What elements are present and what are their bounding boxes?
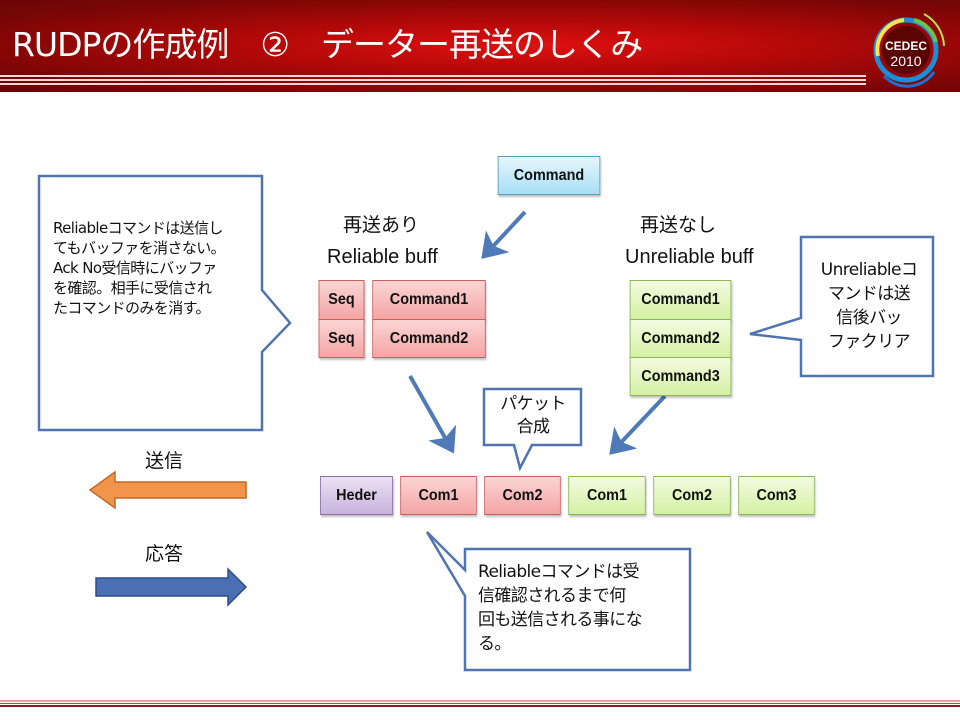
note-line: を確認。相手に受信され <box>53 279 212 297</box>
header-divider <box>0 79 866 81</box>
note-line: Ack No受信時にバッファ <box>53 259 217 277</box>
command-label: Command1 <box>641 291 720 308</box>
packet-unreliable-cell: Com2 <box>653 476 731 515</box>
packet-cell-label: Com2 <box>671 486 712 504</box>
packet-reliable-cell: Com1 <box>400 476 477 515</box>
note-line: 信確認されるまで何 <box>478 586 626 606</box>
footer-divider <box>0 705 960 707</box>
packet-unreliable-cell: Com3 <box>738 476 815 515</box>
note-line: Reliableコマンドは送信し <box>53 219 223 237</box>
reliable-command-cell: Command1 <box>372 280 486 320</box>
footer-divider <box>0 703 960 704</box>
send-arrow-icon <box>88 470 247 510</box>
note-line: Reliableコマンドは受 <box>478 562 640 582</box>
cedec-logo: CEDEC 2010 <box>864 6 948 90</box>
packet-note-text: パケット 合成 <box>486 393 580 439</box>
slide-header: RUDPの作成例 ② データー再送のしくみ CEDEC 2010 <box>0 0 960 92</box>
footer-divider <box>0 700 960 702</box>
note-line: てもバッファを消さない。 <box>53 239 226 257</box>
note-line: パケット <box>500 394 566 414</box>
reliable-command-cell: Command2 <box>372 319 486 358</box>
packet-cell-label: Com3 <box>756 486 797 504</box>
unreliable-command-cell: Command3 <box>629 357 732 396</box>
header-divider <box>0 83 866 85</box>
command-box: Command <box>497 156 601 195</box>
note-line: 信後バッ <box>836 308 902 328</box>
unreliable-heading-en: Unreliable buff <box>625 246 754 268</box>
unreliable-note-text: Unreliableコ マンドは送 信後バッ ファクリア <box>806 258 932 354</box>
command-label: Command2 <box>389 329 469 347</box>
packet-unreliable-cell: Com1 <box>568 476 646 515</box>
command-label: Command2 <box>641 329 720 347</box>
header-divider <box>0 75 866 77</box>
reliable-heading-jp: 再送あり <box>343 214 420 236</box>
send-label: 送信 <box>145 450 184 472</box>
note-line: る。 <box>478 634 511 654</box>
unreliable-heading-jp: 再送なし <box>640 214 717 236</box>
note-line: 回も送信される事にな <box>478 610 643 630</box>
reliable-heading-en: Reliable buff <box>327 246 438 268</box>
logo-year: 2010 <box>890 53 921 69</box>
response-arrow-icon <box>95 567 248 607</box>
packet-reliable-cell: Com2 <box>484 476 561 515</box>
command-to-reliable-arrow <box>481 210 527 259</box>
logo-text: CEDEC <box>885 39 927 53</box>
seq-label: Seq <box>328 291 355 308</box>
unreliable-to-packet-arrow <box>609 394 667 455</box>
note-line: たコマンドのみを消す。 <box>53 299 211 317</box>
command-label: Command1 <box>389 291 469 308</box>
packet-cell-label: Com1 <box>418 486 459 504</box>
reliable-to-packet-arrow <box>408 375 457 454</box>
packet-cell-label: Com1 <box>586 486 627 504</box>
command-label: Command3 <box>641 367 720 385</box>
note-line: ファクリア <box>828 332 911 352</box>
unreliable-command-cell: Command2 <box>629 319 732 358</box>
response-label: 応答 <box>145 543 184 565</box>
resend-note-text: Reliableコマンドは受 信確認されるまで何 回も送信される事にな る。 <box>478 560 690 656</box>
note-line: マンドは送 <box>828 284 911 304</box>
packet-cell-label: Heder <box>336 486 377 504</box>
seq-label: Seq <box>328 329 355 347</box>
command-label: Command <box>513 166 585 184</box>
unreliable-command-cell: Command1 <box>629 280 732 320</box>
note-line: 合成 <box>516 417 550 437</box>
reliable-note-text: Reliableコマンドは送信し てもバッファを消さない。 Ack No受信時に… <box>53 218 263 318</box>
packet-header-cell: Heder <box>320 476 393 515</box>
reliable-seq-cell: Seq <box>318 280 365 320</box>
slide-title: RUDPの作成例 ② データー再送のしくみ <box>12 25 643 64</box>
packet-cell-label: Com2 <box>502 486 543 504</box>
reliable-seq-cell: Seq <box>318 319 365 358</box>
note-line: Unreliableコ <box>820 260 918 280</box>
